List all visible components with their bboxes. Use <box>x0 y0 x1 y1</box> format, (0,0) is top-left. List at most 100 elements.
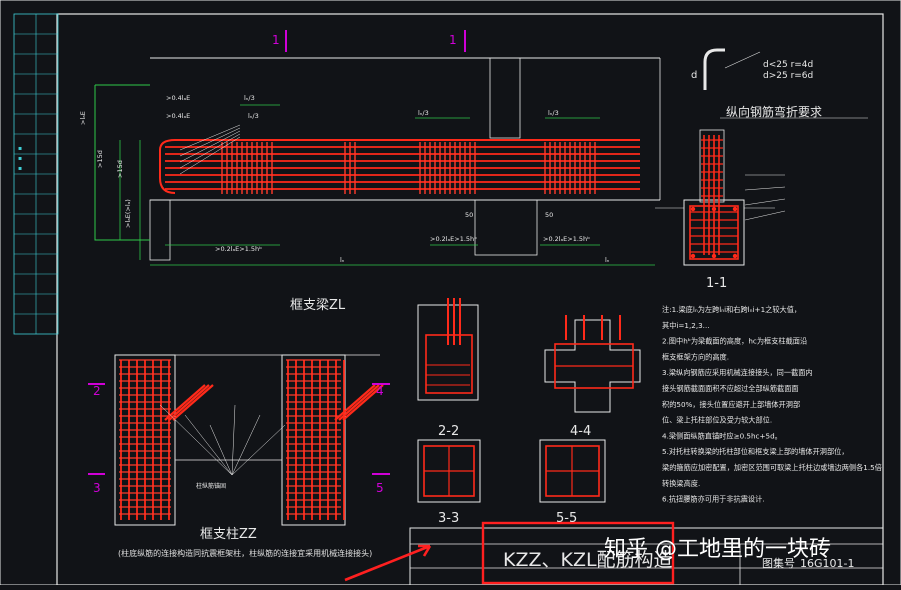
sec1-wall <box>699 129 725 203</box>
diagonal-bar <box>172 384 214 421</box>
beam-caption: 框支梁ZL <box>290 298 346 313</box>
beam-dim-label: lₙ <box>340 256 345 264</box>
beam-dim-label: 50 <box>465 211 473 219</box>
beam-dim-label: lₙ/3 <box>418 109 429 117</box>
top-hook-rebar <box>159 139 640 194</box>
leader-line <box>179 130 241 163</box>
note-line: 4.梁侧面纵筋直锚时应≥0.5hc+5d。 <box>662 431 782 440</box>
sec5-outline <box>539 439 606 503</box>
leader-line <box>231 414 261 476</box>
sec1-bar-dot <box>732 206 738 212</box>
beam-dim-label: >0.2lₐE>1.5hᵇ <box>430 235 477 243</box>
mid-column-top <box>489 57 521 139</box>
section-mark-left-lower: 3 <box>93 481 101 495</box>
beam-dim-label: >15d <box>96 150 104 168</box>
dim-left-bracket <box>94 84 150 241</box>
column-caption: 框支柱ZZ <box>200 527 257 542</box>
beam-dim-label: >lₐE <box>79 111 87 125</box>
bent-bar <box>703 48 725 90</box>
note-line: 位、梁上托柱部位及受力较大部位. <box>662 416 772 425</box>
sec1-bar-dot <box>711 253 717 259</box>
beam-dim-label: >0.2lₐE>1.5hᵇ <box>543 235 590 243</box>
bend-requirement-detail <box>703 48 868 119</box>
section-mark-top-left: 1 <box>272 33 280 47</box>
bend-title: 纵向钢筋弯折要求 <box>726 104 822 119</box>
note-line: 2.图中hᵇ为梁截面的高度，hc为框支柱截面沿 <box>662 337 807 346</box>
leader-line <box>209 424 233 476</box>
callout-arrow <box>344 544 432 582</box>
note-line: 6.抗扭腰筋亦可用于非抗震设计. <box>662 495 765 504</box>
bend-rule-small: d<25 r=4d <box>763 60 813 70</box>
highlight-box <box>481 521 675 585</box>
column-elevations: 柱纵筋锚固 <box>88 354 390 526</box>
bend-d-label: d <box>691 70 697 81</box>
note-line: 5.对托柱转换梁的托柱部位和框支梁上部的墙体开洞部位， <box>662 447 849 456</box>
left-title-strip: ▪ ▪ ▪ <box>13 13 59 335</box>
leader-line <box>179 127 241 157</box>
beam-dim-label: >lₐE(>lₐ) <box>124 199 132 228</box>
column-outline <box>281 354 346 526</box>
leader-line <box>744 210 786 221</box>
note-line: 转换梁高度. <box>662 479 700 488</box>
beam-dim-label: >15d <box>116 160 124 178</box>
beam-dim-label: >0.2lₐE>1.5hᵇ <box>215 245 262 253</box>
note-line: 其中i=1,2,3... <box>662 321 710 330</box>
section-label-1-1: 1-1 <box>706 276 727 291</box>
beam-dim-label: lₙ/3 <box>244 94 255 102</box>
section-mark-top-right: 1 <box>449 33 457 47</box>
note-line: 框支框架方向的高度. <box>662 352 729 361</box>
note-line: 接头钢筋截面面积不应超过全部纵筋截面面 <box>662 384 799 393</box>
watermark: 知乎 @工地里的一块砖 <box>604 537 831 562</box>
section-1-1 <box>655 129 786 266</box>
column-annotation: 柱纵筋锚固 <box>196 482 226 490</box>
note-line: 积的50%，接头位置应避开上部墙体开洞部 <box>662 400 800 409</box>
leader-line <box>744 198 786 206</box>
sec1-bar-dot <box>711 206 717 212</box>
column-note: (柱底纵筋的连接构造同抗震框架柱，柱纵筋的连接宜采用机械连接接头) <box>118 548 372 558</box>
section-mark-left-upper: 2 <box>93 384 101 398</box>
note-line: 3.梁纵向钢筋应采用机械连接接头，同一截面内 <box>662 368 813 377</box>
beam-dim-label: lₙ <box>605 256 610 264</box>
section-label-2-2: 2-2 <box>438 424 459 439</box>
sec1-bar-dot <box>732 253 738 259</box>
leader-line <box>744 186 786 191</box>
column-sections <box>417 298 641 503</box>
leader-line <box>231 404 236 476</box>
diagonal-bar <box>342 384 384 421</box>
bend-rule-large: d>25 r=6d <box>763 71 813 81</box>
atlas-number: 16G101-1 <box>800 557 854 570</box>
beam-dim-label: >0.4lₐE <box>166 94 190 102</box>
beam-dim-label: >0.4lₐE <box>166 112 190 120</box>
section-mark-right-upper: 4 <box>376 384 384 398</box>
strip-glyph: ▪ <box>18 145 22 152</box>
leader-line <box>179 124 241 151</box>
sec1-bar-dot <box>690 206 696 212</box>
title-block <box>344 521 675 585</box>
left-support <box>149 199 171 261</box>
strip-glyph: ▪ <box>18 165 22 172</box>
leader-line <box>724 51 761 69</box>
sec3-outline <box>417 439 481 503</box>
note-line: 梁的箍筋应加密配置，加密区范围可取梁上托柱边或墙边两侧各1.5倍 <box>662 463 882 472</box>
general-notes: 注:1.梁底lₙ为左跨lₙi和右跨lₙi+1之较大值， 其中i=1,2,3...… <box>662 305 882 504</box>
section-label-5-5: 5-5 <box>556 511 577 526</box>
beam-dim-label: lₙ/3 <box>248 112 259 120</box>
leader-line <box>231 424 286 476</box>
leader-line <box>179 136 241 175</box>
strip-glyph: ▪ <box>18 155 22 162</box>
note-line: 注:1.梁底lₙ为左跨lₙi和右跨lₙi+1之较大值， <box>662 305 801 314</box>
drawing-title: KZZ、KZL配筋构造 <box>503 549 673 571</box>
section-mark-right-lower: 5 <box>376 481 384 495</box>
beam-dim-label: 50 <box>545 211 553 219</box>
atlas-label: 图集号 <box>762 556 795 570</box>
sec4-outline <box>544 319 641 413</box>
column-outline <box>114 354 176 526</box>
diagonal-bar <box>164 384 206 421</box>
leader-line <box>179 133 241 169</box>
mid-column-bottom <box>474 199 538 256</box>
sec1-bar-dot <box>690 253 696 259</box>
